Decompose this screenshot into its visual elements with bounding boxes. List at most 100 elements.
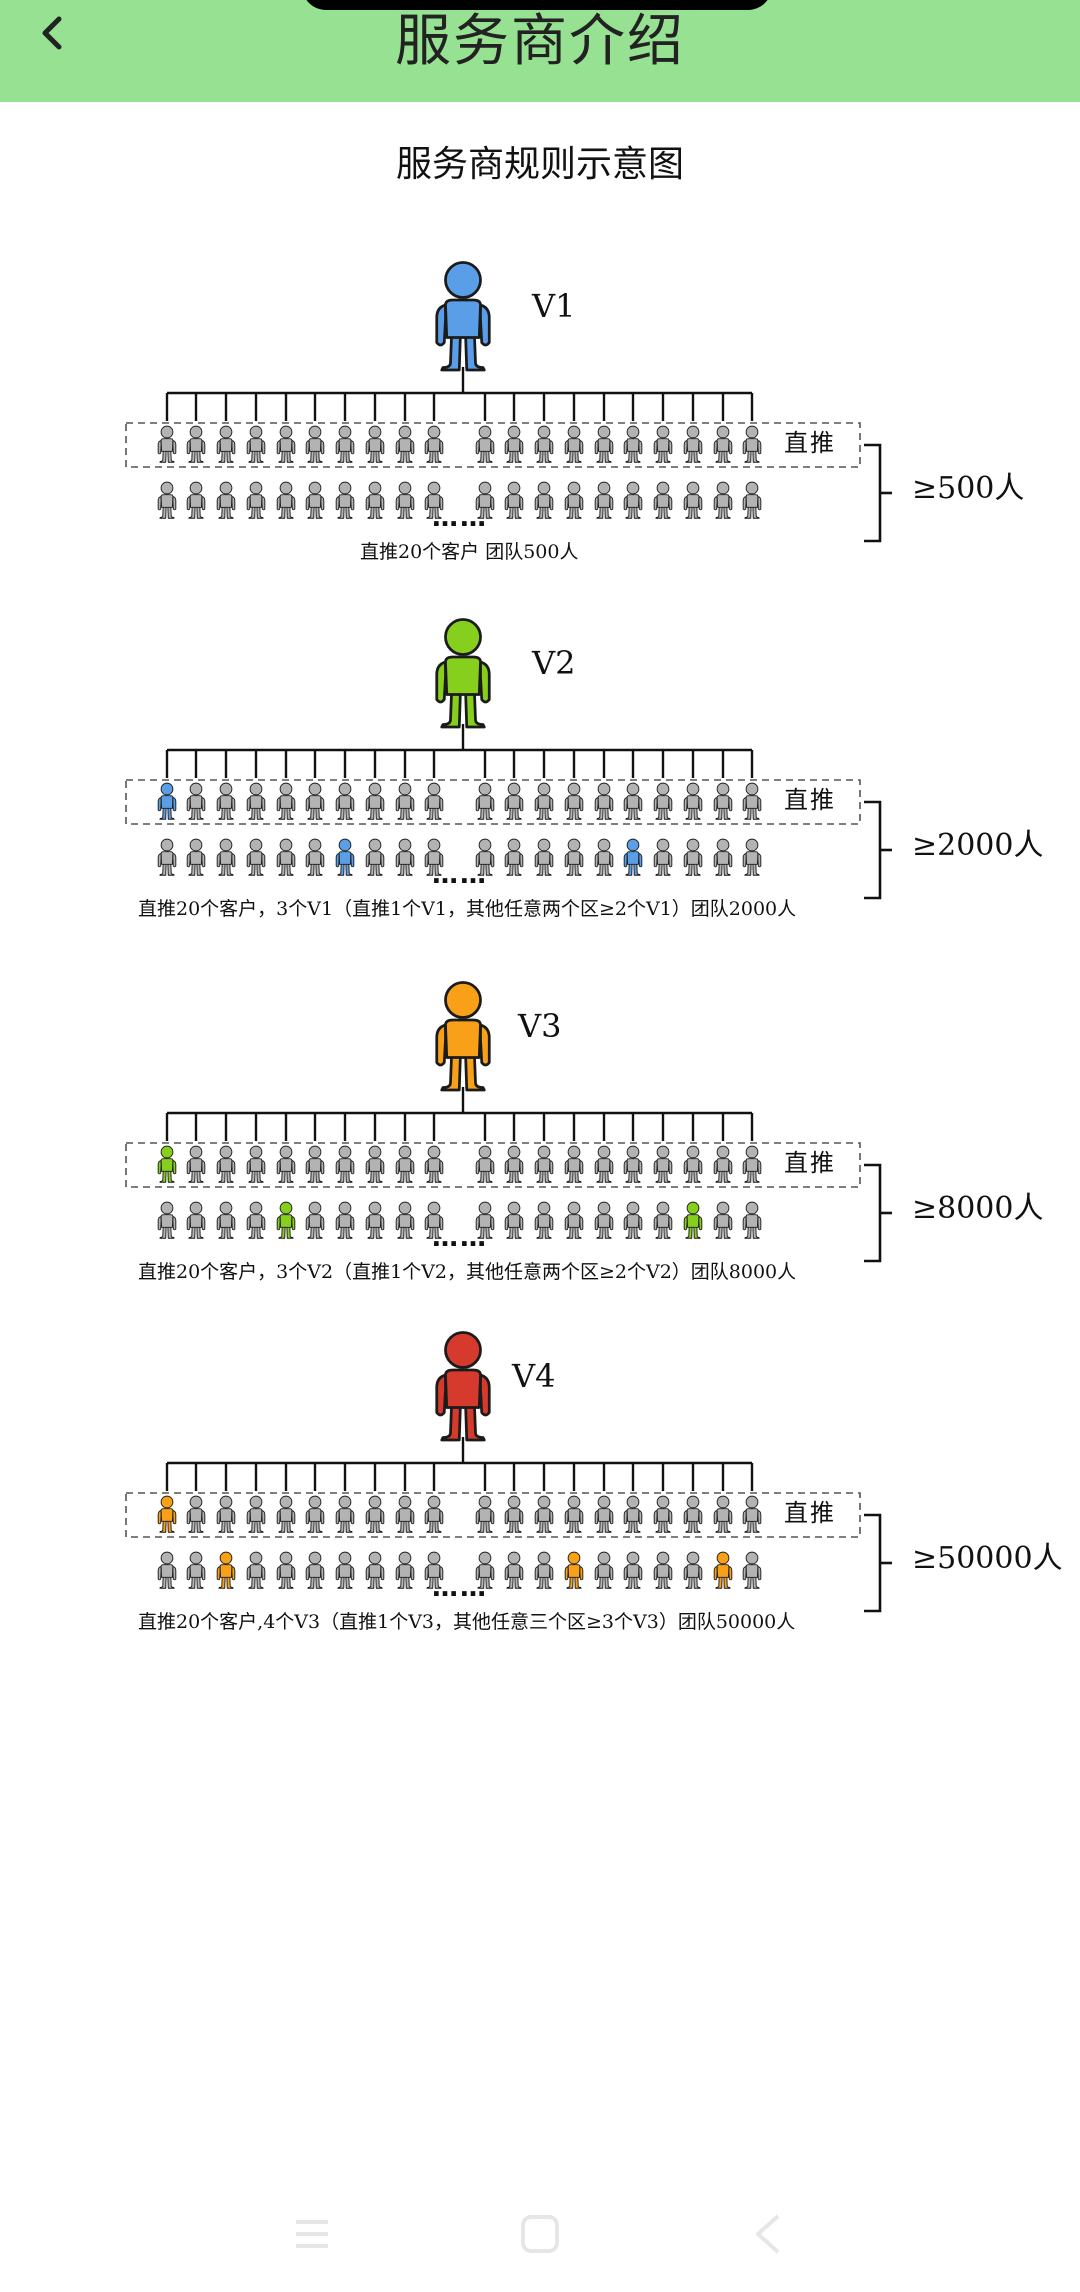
member-person-icon [335,1495,355,1533]
member-person-icon [276,782,296,820]
system-nav-bar [0,2200,1080,2270]
member-person-icon [335,838,355,876]
member-person-icon [683,481,703,519]
level-v2: V2 直推 ≥2000人 …… 直推20个客户，3个V1（直推1个V1，其他任意… [0,0,1080,920]
member-person-icon [475,838,495,876]
team-bracket [864,1163,882,1263]
member-person-icon [276,1201,296,1239]
team-size-label: ≥500人 [912,471,1025,506]
member-person-icon [157,1495,177,1533]
member-person-icon [534,1145,554,1183]
member-person-icon [742,425,762,463]
member-person-icon [653,1495,673,1533]
member-person-icon [424,425,444,463]
member-person-icon [564,1201,584,1239]
member-person-icon [305,1201,325,1239]
back-triangle-icon[interactable] [746,2212,790,2256]
member-person-icon [305,1551,325,1589]
member-person-icon [365,838,385,876]
home-square-icon[interactable] [518,2212,562,2256]
member-person-icon [424,1145,444,1183]
member-person-icon [424,838,444,876]
member-person-icon [157,425,177,463]
member-person-icon [424,1495,444,1533]
chevron-left-icon[interactable] [30,10,76,56]
team-bracket [864,800,882,900]
member-person-icon [683,782,703,820]
member-person-icon [534,1551,554,1589]
member-person-icon [395,838,415,876]
member-person-icon [276,481,296,519]
level-v4: V4 直推 ≥50000人 …… 直推20个客户,4个V3（直推1个V3，其他任… [0,0,1080,1633]
member-person-icon [365,1201,385,1239]
member-person-icon [742,1201,762,1239]
level-v1: V1 直推 ≥500人 …… 直推20个客户 团队500人 [0,0,1080,563]
member-person-icon [395,481,415,519]
member-person-icon [653,1145,673,1183]
member-person-icon [365,481,385,519]
member-person-icon [623,838,643,876]
member-person-icon [335,1145,355,1183]
member-person-icon [157,838,177,876]
member-person-icon [335,1201,355,1239]
level-caption: 直推20个客户 团队500人 [360,541,579,563]
member-person-icon [713,1201,733,1239]
team-size-label: ≥8000人 [912,1191,1044,1226]
member-person-icon [475,1551,495,1589]
member-person-icon [504,481,524,519]
member-person-icon [365,1145,385,1183]
member-person-icon [216,1145,236,1183]
member-person-icon [216,838,236,876]
member-person-icon [157,1201,177,1239]
member-person-icon [395,1495,415,1533]
level-diagram [125,981,892,1263]
member-person-icon [623,481,643,519]
member-person-icon [186,1551,206,1589]
member-person-icon [623,1201,643,1239]
direct-push-label: 直推 [784,1499,836,1527]
member-person-icon [157,481,177,519]
member-person-icon [594,782,614,820]
member-person-icon [534,1495,554,1533]
member-person-icon [216,481,236,519]
member-person-icon [504,782,524,820]
member-person-icon [246,1145,266,1183]
team-bracket [864,1513,882,1613]
level-v3: V3 直推 ≥8000人 …… 直推20个客户，3个V2（直推1个V2，其他任意… [0,0,1080,1283]
direct-push-label: 直推 [784,786,836,814]
member-person-icon [713,838,733,876]
leader-person-icon [435,261,491,372]
member-person-icon [475,481,495,519]
member-person-icon [186,1495,206,1533]
menu-icon[interactable] [290,2212,334,2256]
member-person-icon [365,425,385,463]
member-person-icon [186,838,206,876]
app-header: 服务商介绍 [0,0,1080,102]
level-diagram [125,261,892,543]
member-person-icon [305,1495,325,1533]
member-person-icon [594,425,614,463]
member-person-icon [504,425,524,463]
member-person-icon [713,782,733,820]
direct-push-label: 直推 [784,1149,836,1177]
diagram-title: 服务商规则示意图 [395,144,684,185]
member-person-icon [475,782,495,820]
member-person-icon [653,838,673,876]
member-person-icon [534,782,554,820]
member-person-icon [594,1201,614,1239]
member-person-icon [216,425,236,463]
member-person-icon [713,1145,733,1183]
member-person-icon [534,838,554,876]
member-person-icon [742,1551,762,1589]
level-name: V1 [532,287,576,325]
direct-push-box [125,1142,861,1188]
level-caption: 直推20个客户，3个V2（直推1个V2，其他任意两个区≥2个V2）团队8000人 [138,1261,797,1283]
team-size-label: ≥2000人 [912,828,1044,863]
member-person-icon [157,782,177,820]
member-person-icon [683,1201,703,1239]
member-person-icon [395,782,415,820]
member-person-icon [534,425,554,463]
member-person-icon [305,782,325,820]
ellipsis: …… [432,1223,488,1253]
member-person-icon [594,1145,614,1183]
